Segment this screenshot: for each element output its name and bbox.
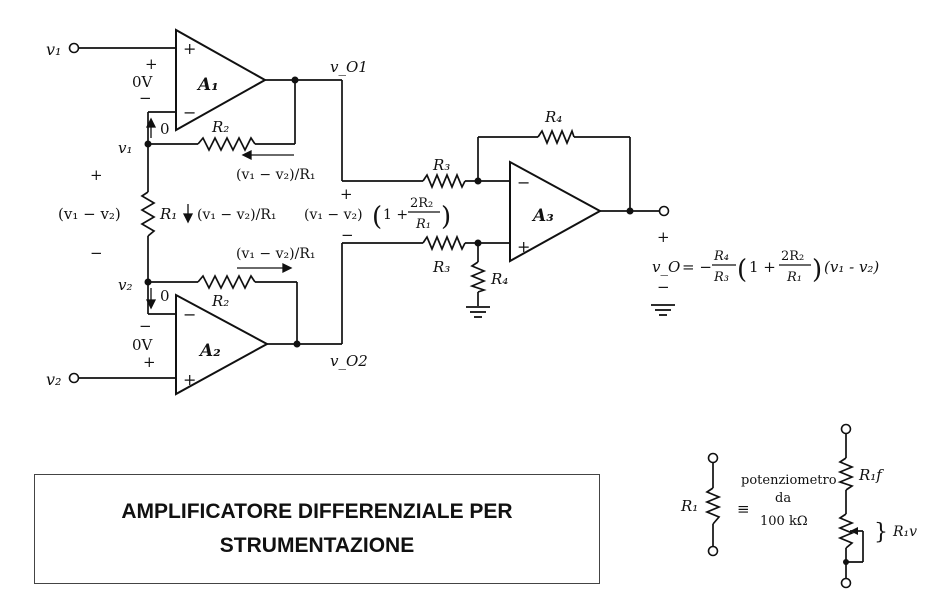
terminal-vo xyxy=(658,205,670,217)
pot-r1-label: R₁ xyxy=(680,497,698,515)
svg-text:+: + xyxy=(183,370,196,389)
node-v1-label: v₁ xyxy=(118,139,133,157)
resistor-r2-top xyxy=(197,136,256,152)
terminal-pot-right-top xyxy=(840,423,852,435)
terminal-pot-left-top xyxy=(707,452,719,464)
svg-text:0: 0 xyxy=(160,287,170,305)
vo1-label: v_O1 xyxy=(330,58,368,76)
resistor-r3-bottom xyxy=(422,234,466,252)
r3-bottom-label: R₃ xyxy=(432,258,450,276)
pot-word1: potenziometro xyxy=(741,473,837,488)
svg-text:+: + xyxy=(657,228,670,246)
svg-text:+: + xyxy=(340,185,353,203)
svg-text:2R₂: 2R₂ xyxy=(410,196,433,211)
r3-top-label: R₃ xyxy=(432,156,450,174)
svg-text:R₁: R₁ xyxy=(415,217,431,232)
current-arrows xyxy=(145,117,294,310)
terminal-pot-right-bottom xyxy=(840,577,852,589)
svg-text:R₄: R₄ xyxy=(713,249,729,264)
output-ground-icon xyxy=(651,304,675,316)
svg-text:+: + xyxy=(90,166,103,184)
resistor-pot-r1v xyxy=(837,513,855,549)
terminal-v1 xyxy=(68,42,80,54)
svg-text:−: − xyxy=(90,244,103,262)
svg-text:}: } xyxy=(874,520,888,545)
pot-word2: da xyxy=(775,491,791,506)
resistor-pot-r1f xyxy=(837,457,855,491)
terminal-v2 xyxy=(68,372,80,384)
svg-text:(: ( xyxy=(372,202,382,232)
svg-text:≡: ≡ xyxy=(737,500,750,518)
r4-feedback-label: R₄ xyxy=(544,108,562,126)
zero-volt-bottom: 0V xyxy=(132,336,154,354)
svg-text:+: + xyxy=(517,237,530,256)
svg-text:−: − xyxy=(139,317,152,335)
labels: v₁ v₂ + 0V − 0 v₁ + (v₁ − v₂) − R₁ (v₁ −… xyxy=(46,40,917,545)
pot-r1f-label: R₁f xyxy=(858,466,884,484)
svg-text:+: + xyxy=(145,55,158,73)
junctions xyxy=(144,76,849,565)
input-v1-label: v₁ xyxy=(46,40,61,59)
r2-top-label: R₂ xyxy=(211,118,229,136)
resistor-r4-ground xyxy=(469,261,487,293)
title-line1: AMPLIFICATORE DIFFERENZIALE PER xyxy=(121,500,513,523)
pot-wiper-arrow xyxy=(850,527,858,535)
r1-current-label: (v₁ − v₂)/R₁ xyxy=(197,207,276,223)
node-v2-label: v₂ xyxy=(118,276,133,294)
pot-r1v-label: R₁v xyxy=(892,524,917,540)
opamp-a3-label: A₃ xyxy=(531,206,554,226)
zero-volt-top: 0V xyxy=(132,73,154,91)
opamp-a1-label: A₁ xyxy=(196,75,219,95)
svg-text:2R₂: 2R₂ xyxy=(781,249,804,264)
diff-voltage-label: (v₁ − v₂) xyxy=(58,205,121,223)
r1-label: R₁ xyxy=(159,205,177,223)
r2-top-current: (v₁ − v₂)/R₁ xyxy=(236,167,315,183)
title-box: AMPLIFICATORE DIFFERENZIALE PER STRUMENT… xyxy=(34,474,600,584)
svg-text:−: − xyxy=(183,103,196,122)
r2-bottom-label: R₂ xyxy=(211,292,229,310)
terminals xyxy=(68,42,852,589)
svg-text:−: − xyxy=(139,89,152,107)
svg-text:R₁: R₁ xyxy=(786,270,802,285)
pot-value: 100 kΩ xyxy=(760,514,808,529)
svg-text:1 +: 1 + xyxy=(749,258,776,276)
resistor-pot-r1 xyxy=(704,487,722,525)
svg-text:): ) xyxy=(441,202,451,232)
stage-voltage-label: (v₁ − v₂) xyxy=(304,207,363,223)
svg-text:1 +: 1 + xyxy=(383,207,408,223)
r2-bottom-current: (v₁ − v₂)/R₁ xyxy=(236,246,315,262)
vo-label: v_O xyxy=(652,258,680,276)
opamp-a1: + − A₁ xyxy=(175,28,268,132)
terminal-pot-left-bottom xyxy=(707,545,719,557)
svg-text:−: − xyxy=(183,305,196,324)
r4-ground-label: R₄ xyxy=(490,270,508,288)
vo2-label: v_O2 xyxy=(330,352,368,370)
svg-text:−: − xyxy=(657,278,670,296)
input-v2-label: v₂ xyxy=(46,370,61,389)
svg-text:): ) xyxy=(812,255,822,285)
svg-text:+: + xyxy=(183,39,196,58)
handwritten-diff: (v₁ - v₂) xyxy=(824,258,879,276)
ground-icon xyxy=(466,306,490,318)
resistor-r4-feedback xyxy=(537,128,575,146)
svg-text:−: − xyxy=(517,173,530,192)
title-line2: STRUMENTAZIONE xyxy=(219,534,415,557)
svg-text:(: ( xyxy=(737,255,747,285)
resistor-r3-top xyxy=(422,172,466,190)
svg-text:+: + xyxy=(143,353,156,371)
opamp-a2: − + A₂ xyxy=(175,293,270,396)
resistors xyxy=(140,128,858,549)
svg-text:R₃: R₃ xyxy=(713,270,729,285)
opamp-a2-label: A₂ xyxy=(198,341,221,361)
resistor-r2-bottom xyxy=(197,274,256,290)
resistor-r1 xyxy=(140,191,156,237)
svg-text:−: − xyxy=(341,226,354,244)
opamp-a3: − + A₃ xyxy=(509,160,603,263)
svg-text:0: 0 xyxy=(160,120,170,138)
svg-text:= −: = − xyxy=(682,258,712,276)
